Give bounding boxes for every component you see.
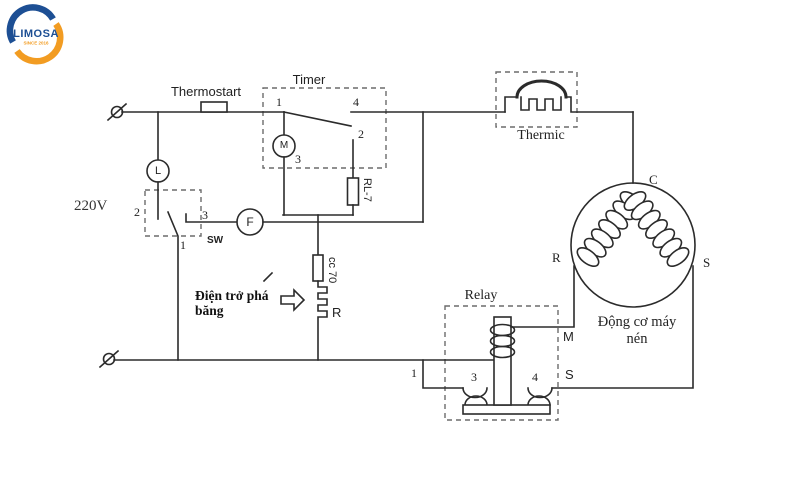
switch-label: SW	[207, 235, 224, 246]
relay-terminal-1-label: 1	[411, 366, 417, 380]
relay-terminal-3-label: 3	[471, 370, 477, 384]
thermostat-label: Thermostart	[170, 84, 242, 99]
defrost-note-line2: băng	[195, 302, 224, 318]
wires	[98, 79, 696, 415]
relay-fixed-contact-3	[462, 387, 488, 399]
motor-winding-right	[623, 191, 690, 267]
relay-terminal-4-label: 4	[532, 370, 538, 384]
fuse-label: cc 70	[326, 257, 338, 284]
relay-coil-core	[493, 316, 512, 406]
timer-motor-letter: M	[279, 140, 289, 151]
logo-brand: LIMOSA	[13, 28, 59, 40]
defrost-resistor-symbol	[317, 280, 328, 361]
switch-box	[144, 189, 202, 237]
timer-blade	[283, 111, 352, 127]
relay-box	[444, 305, 559, 421]
switch-terminal-3-label: 3	[202, 208, 208, 222]
timer-terminal-4-label: 4	[353, 95, 359, 109]
fuse-symbol	[312, 254, 324, 282]
timer-box	[262, 87, 387, 169]
switch-blade	[166, 210, 179, 361]
rl7-heater-label: RL-7	[361, 178, 373, 202]
timer-terminal-3-label: 3	[295, 152, 301, 166]
defrost-note-line1: Điện trở phá	[195, 288, 269, 303]
relay-s-wire	[551, 265, 694, 389]
relay-fixed-contact-4	[527, 387, 553, 399]
relay-armature-bar	[462, 404, 551, 415]
thermic-lead-right	[565, 96, 634, 113]
thermostat-symbol	[200, 101, 228, 113]
thermic-dome	[515, 79, 568, 99]
timer-terminal-1-label: 1	[276, 95, 282, 109]
switch-terminal-1-label: 1	[180, 238, 186, 252]
thermic-lead-left	[504, 96, 518, 113]
limosa-logo-icon	[6, 4, 64, 65]
line-terminal-top-icon	[106, 102, 128, 122]
motor-terminal-c-label: C	[649, 172, 658, 187]
motor-caption-line2: nén	[626, 330, 648, 347]
rl7-heater-symbol	[346, 177, 360, 206]
relay-title: Relay	[464, 288, 498, 303]
fan-letter: F	[246, 215, 254, 229]
supply-voltage-label: 220V	[74, 198, 108, 214]
dashed-boxes	[144, 71, 578, 421]
switch-throw-3	[185, 213, 238, 223]
timer-terminal-2-label: 2	[358, 127, 364, 141]
relay-feed-step	[422, 359, 464, 389]
motor-caption: Động cơ máy nén	[577, 314, 697, 347]
thermic-box	[495, 71, 578, 128]
relay-moving-contact-4	[527, 395, 551, 406]
switch-terminal-2-label: 2	[134, 205, 140, 219]
motor-caption-line1: Động cơ máy	[597, 314, 677, 330]
thermic-title: Thermic	[517, 128, 565, 143]
logo-tagline: SINCE 2016	[23, 40, 49, 46]
annotation-slash	[262, 271, 274, 283]
defrost-resistor-ref: R	[332, 305, 342, 320]
thermic-comb	[520, 96, 562, 111]
line-terminal-bottom-icon	[98, 349, 120, 369]
relay-coil-loop	[489, 345, 516, 359]
motor-terminal-s-label: S	[703, 255, 711, 270]
defrost-note: Điện trở phá băng	[195, 288, 269, 319]
relay-terminal-s-label: S	[565, 367, 574, 382]
motor-terminal-r-label: R	[552, 250, 561, 265]
timer-title: Timer	[292, 72, 326, 87]
relay-m-wire	[510, 265, 575, 328]
annotation-arrow-icon	[280, 288, 306, 312]
relay-moving-contact-3	[464, 395, 488, 406]
relay-terminal-m-label: M	[563, 329, 574, 344]
lamp-letter: L	[154, 165, 162, 177]
